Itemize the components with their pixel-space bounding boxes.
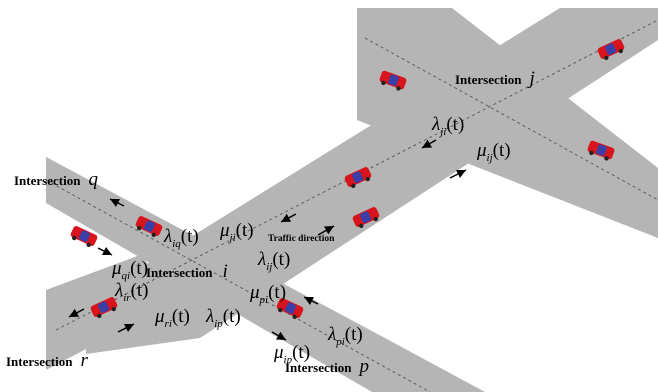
lane-line-qp [45, 179, 431, 392]
subscript: ip [284, 354, 293, 366]
intersection-word: Intersection [146, 265, 213, 280]
flow-label-lambda-ij: λij(t) [257, 249, 290, 273]
car [344, 167, 372, 189]
arrow-mu-ri [117, 323, 135, 333]
subscript: ri [165, 318, 172, 330]
flow-label-lambda-ir: λir(t) [114, 280, 149, 304]
flow-label-lambda-iq: λiq(t) [163, 226, 199, 250]
subscript: iq [172, 238, 181, 250]
lane-line-j [364, 37, 658, 201]
arrow-lambda-ij [317, 225, 335, 236]
subscript: ij [266, 261, 272, 273]
subscript: ij [487, 152, 493, 164]
flow-label-mu-ip: μip(t) [273, 342, 310, 366]
intersection-word: Intersection [6, 354, 73, 369]
intersection-label-p: Intersection p [285, 356, 369, 377]
intersection-label-j: Intersection j [455, 68, 535, 89]
greek-symbol: μ [249, 282, 260, 303]
greek-symbol: μ [219, 220, 230, 241]
argument: (t) [236, 220, 254, 241]
car [135, 216, 163, 238]
car [352, 207, 380, 229]
arrow-mu-ji [280, 213, 297, 223]
car [597, 39, 625, 61]
intersection-symbol: p [357, 356, 369, 377]
intersection-symbol: q [88, 169, 98, 190]
car [276, 298, 304, 320]
arrow-lambda-iq [109, 198, 125, 208]
intersection-word: Intersection [14, 173, 81, 188]
subscript: ji [438, 126, 446, 138]
subscript: pi [335, 336, 345, 348]
car [90, 297, 118, 319]
argument: (t) [446, 114, 464, 135]
argument: (t) [181, 226, 199, 247]
intersection-symbol: j [526, 68, 534, 89]
flow-arrows [68, 139, 467, 341]
flow-label-lambda-ip: λip(t) [205, 306, 241, 330]
flow-label-mu-ij: μij(t) [476, 140, 511, 164]
greek-symbol: λ [327, 324, 336, 345]
flow-label-lambda-pi: λpi(t) [327, 324, 363, 348]
greek-symbol: λ [431, 114, 440, 135]
greek-symbol: λ [114, 280, 123, 301]
intersection-label-q: Intersection q [14, 169, 98, 190]
greek-symbol: μ [154, 306, 165, 327]
subscript: ir [123, 292, 131, 304]
arrow-lambda-pi [303, 296, 319, 306]
road-q-p-diagonal [46, 157, 485, 392]
subscript: pi [259, 294, 269, 306]
greek-symbol: μ [476, 140, 487, 161]
flow-label-mu-pi: μpi(t) [249, 282, 286, 306]
flow-labels: λji(t) μij(t) λiq(t) μji(t) λij(t) μqi(t… [111, 114, 511, 366]
car [587, 140, 615, 161]
cars [70, 39, 625, 320]
argument: (t) [131, 280, 149, 301]
intersection-word: Intersection [285, 360, 352, 375]
traffic-direction-label: Traffic direction [268, 234, 335, 244]
greek-symbol: λ [163, 226, 172, 247]
intersection-label-r: Intersection r [6, 350, 88, 371]
flow-label-mu-ji: μji(t) [219, 220, 254, 244]
argument: (t) [292, 342, 310, 363]
arrow-mu-ip [271, 331, 287, 341]
roads [46, 8, 658, 392]
argument: (t) [268, 282, 286, 303]
subscript: ji [228, 232, 236, 244]
flow-label-mu-ri: μri(t) [154, 306, 190, 330]
argument: (t) [272, 249, 290, 270]
argument: (t) [172, 306, 190, 327]
argument: (t) [345, 324, 363, 345]
argument: (t) [130, 258, 148, 279]
subscript: qi [122, 270, 131, 282]
greek-symbol: μ [111, 258, 122, 279]
intersection-label-i: Intersection i [146, 261, 228, 282]
argument: (t) [223, 306, 241, 327]
car [379, 70, 407, 91]
arrow-lambda-ir [68, 308, 85, 318]
subscript: ip [214, 318, 223, 330]
arrow-lambda-ji [421, 139, 437, 149]
greek-symbol: λ [257, 249, 266, 270]
arrow-mu-qi [97, 246, 113, 256]
intersection-symbol: i [222, 261, 227, 282]
greek-symbol: μ [273, 342, 284, 363]
flow-label-lambda-ji: λji(t) [431, 114, 464, 138]
intersection-labels: Intersection j Intersection q Intersecti… [6, 68, 535, 377]
intersection-word: Intersection [455, 72, 522, 87]
intersection-symbol: r [80, 350, 88, 371]
greek-symbol: λ [205, 306, 214, 327]
argument: (t) [493, 140, 511, 161]
arrow-mu-ij [449, 169, 467, 179]
car [70, 226, 98, 248]
road-r-stub [46, 255, 180, 370]
flow-label-mu-qi: μqi(t) [111, 258, 148, 282]
